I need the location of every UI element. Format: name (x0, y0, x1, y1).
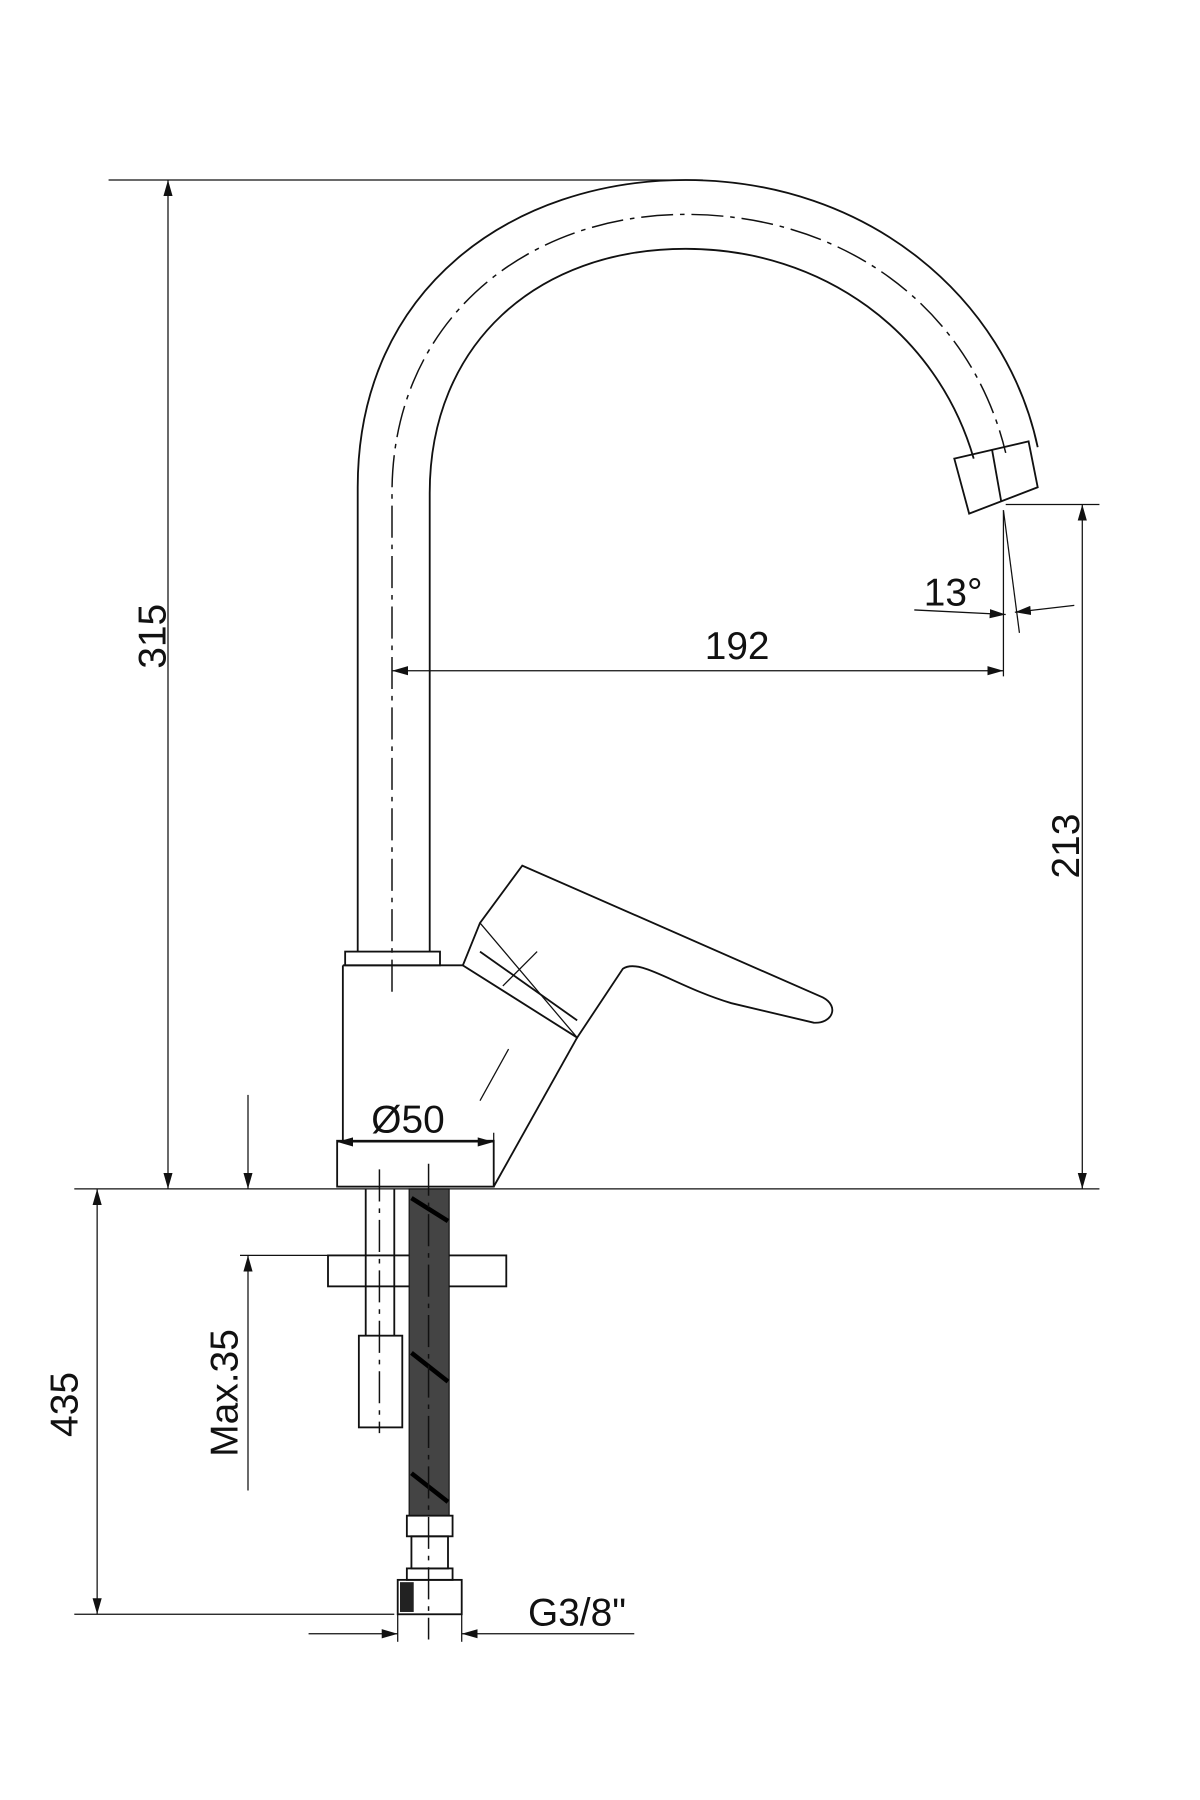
hose-nut (396, 1578, 463, 1616)
dimension-spout-angle-label: 13° (924, 571, 983, 614)
spout (356, 179, 1039, 992)
hose-ferrule (405, 1514, 454, 1538)
faucet-body (341, 950, 578, 1188)
dimension-max-thickness: Max.35 (204, 1094, 253, 1491)
dimension-spout-height: 213 (1045, 504, 1088, 1189)
dimension-spout-reach: 192 (392, 510, 1005, 677)
dimension-hose-length-label: 435 (44, 1372, 87, 1437)
dimension-total-height: 315 (132, 180, 175, 1189)
threaded-stud-nut (357, 1334, 404, 1429)
dimension-connection-thread: G3/8" (308, 1592, 635, 1642)
spout-aerator (953, 440, 1039, 515)
dimension-spout-reach-label: 192 (705, 625, 770, 668)
lever-handle (461, 864, 834, 1039)
dimension-spout-angle: 13° (914, 510, 1075, 633)
dimension-total-height-label: 315 (132, 604, 175, 669)
dimension-hose-length: 435 (44, 1188, 102, 1615)
dimension-max-thickness-label: Max.35 (204, 1329, 247, 1457)
under-counter-fixings (327, 1163, 508, 1640)
dimension-base-diameter-label: Ø50 (371, 1099, 444, 1142)
dimension-base-diameter: Ø50 (337, 1099, 495, 1147)
base-flange (336, 1139, 495, 1188)
dimension-connection-thread-label: G3/8" (528, 1592, 626, 1635)
dimension-spout-height-label: 213 (1045, 814, 1088, 879)
